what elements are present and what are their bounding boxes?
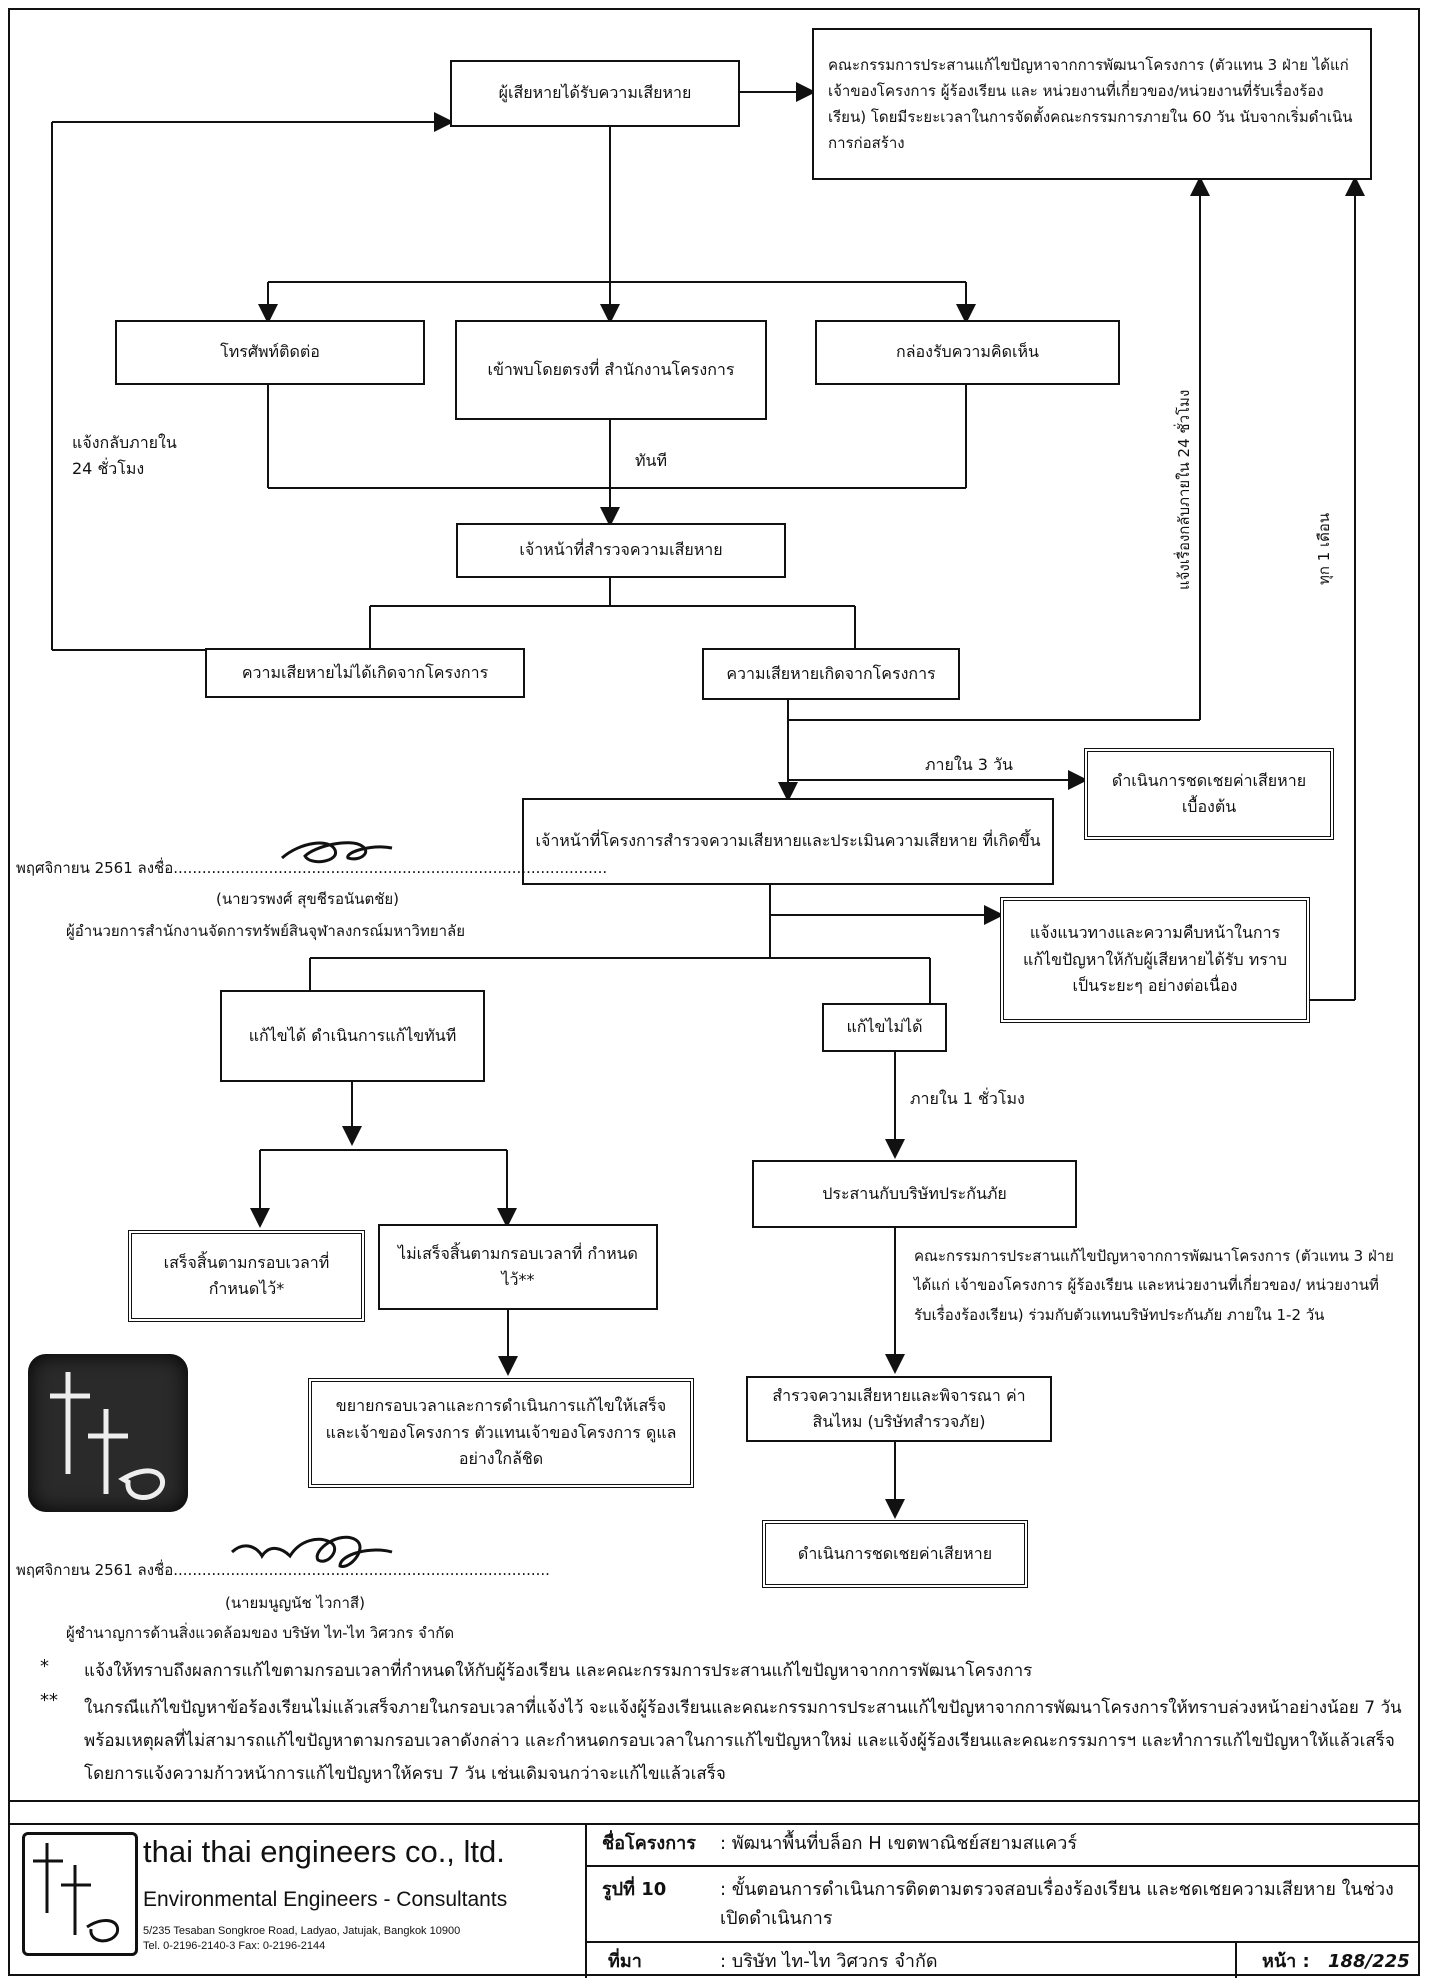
sig2-line: พฤศจิกายน 2561 ลงชื่อ...................… xyxy=(16,1561,550,1579)
sig1-name: (นายวรพงศ์ สุขชีรอนันตชัย) xyxy=(216,890,400,908)
company-logo xyxy=(22,1832,138,1956)
figure-label: รูปที่ 10 xyxy=(602,1879,667,1900)
tte-logo-icon xyxy=(50,1372,165,1500)
note1-text: แจ้งให้ทราบถึงผลการแก้ไขตามกรอบเวลาที่กำ… xyxy=(84,1661,1033,1681)
tte-footer-logo-icon xyxy=(33,1843,120,1943)
phone-text: โทรศัพท์ติดต่อ xyxy=(220,342,320,362)
sig1-name-block: (นายวรพงศ์ สุขชีรอนันตชัย) xyxy=(216,886,399,912)
phone-box: โทรศัพท์ติดต่อ xyxy=(115,320,425,385)
assessment-text: เจ้าหน้าที่โครงการสำรวจความเสียหายและประ… xyxy=(535,831,1041,851)
title-block-grid xyxy=(8,1823,1420,1978)
surveyor-text: เจ้าหน้าที่สำรวจความเสียหาย xyxy=(519,540,723,560)
note2-bullet: ** xyxy=(40,1690,58,1711)
figure-value: : ขั้นตอนการดำเนินการติดตามตรวจสอบเรื่อง… xyxy=(720,1879,1394,1929)
tel-line: Tel. 0-2196-2140-3 Fax: 0-2196-2144 xyxy=(143,1940,326,1953)
company-subtitle: Environmental Engineers - Consultants xyxy=(143,1888,508,1911)
vertical-24h-label: แจ้งเรื่องกลับภายใน 24 ชั่วโมง xyxy=(1175,389,1193,590)
company-address: 5/235 Tesaban Songkroe Road, Ladyao, Jat… xyxy=(143,1924,460,1955)
final-compensation-text: ดำเนินการชดเชยค่าเสียหาย xyxy=(797,1543,993,1563)
insurance-box: ประสานกับบริษัทประกันภัย xyxy=(752,1160,1077,1228)
tte-logo-tile xyxy=(28,1354,188,1512)
page-value: 188/225 xyxy=(1328,1951,1410,1972)
comment-box-text: กล่องรับความคิดเห็น xyxy=(896,342,1039,362)
insurance-text: ประสานกับบริษัทประกันภัย xyxy=(822,1183,1007,1203)
fixable-box: แก้ไขได้ ดำเนินการแก้ไขทันที xyxy=(220,990,485,1082)
victim-text: ผู้เสียหายได้รับความเสียหาย xyxy=(498,83,692,103)
not-from-project-text: ความเสียหายไม่ได้เกิดจากโครงการ xyxy=(241,662,489,682)
progress-text: แจ้งแนวทางและความคืบหน้าในการ แก้ไขปัญหา… xyxy=(1023,923,1287,996)
committee-mid-label: คณะกรรมการประสานแก้ไขปัญหาจากการพัฒนาโคร… xyxy=(914,1247,1394,1324)
from-project-box: ความเสียหายเกิดจากโครงการ xyxy=(702,648,960,700)
sig2-title-block: ผู้ชำนาญการด้านสิ่งแวดล้อมของ บริษัท ไท-… xyxy=(66,1620,454,1646)
walkin-text: เข้าพบโดยตรงที่ สำนักงานโครงการ xyxy=(487,359,735,379)
initial-compensation-text: ดำเนินการชดเชยค่าเสียหาย เบื้องต้น xyxy=(1111,770,1307,816)
immediately-label: ทันที xyxy=(635,451,668,470)
final-compensation-box: ดำเนินการชดเชยค่าเสียหาย xyxy=(762,1520,1028,1588)
extend-text: ขยายกรอบเวลาและการดำเนินการแก้ไขให้เสร็จ… xyxy=(325,1396,677,1469)
note2-text: ในกรณีแก้ไขปัญหาข้อร้องเรียนไม่แล้วเสร็จ… xyxy=(84,1698,1402,1785)
page-label: หน้า : xyxy=(1262,1951,1310,1972)
project-label: ชื่อโครงการ xyxy=(602,1833,696,1854)
sig1-title: ผู้อำนวยการสำนักงานจัดการทรัพย์สินจุฬาลง… xyxy=(66,922,466,940)
sig2-title: ผู้ชำนาญการด้านสิ่งแวดล้อมของ บริษัท ไท-… xyxy=(66,1624,455,1642)
fixable-text: แก้ไขได้ ดำเนินการแก้ไขทันที xyxy=(248,1025,457,1045)
within-1-hour-label: ภายใน 1 ชั่วโมง xyxy=(910,1089,1025,1108)
not-from-project-box: ความเสียหายไม่ได้เกิดจากโครงการ xyxy=(205,648,525,698)
walkin-box: เข้าพบโดยตรงที่ สำนักงานโครงการ xyxy=(455,320,767,420)
signature-block-1: พฤศจิกายน 2561 ลงชื่อ...................… xyxy=(16,855,607,881)
sig1-title-block: ผู้อำนวยการสำนักงานจัดการทรัพย์สินจุฬาลง… xyxy=(66,918,465,944)
sig2-name: (นายมนูญนัช ไวกาสี) xyxy=(225,1594,365,1612)
address-line: 5/235 Tesaban Songkroe Road, Ladyao, Jat… xyxy=(143,1925,461,1937)
signature-block-2: พฤศจิกายน 2561 ลงชื่อ...................… xyxy=(16,1557,550,1583)
page-frame xyxy=(8,8,1420,1976)
extend-box: ขยายกรอบเวลาและการดำเนินการแก้ไขให้เสร็จ… xyxy=(308,1378,694,1488)
survey-insurer-box: สำรวจความเสียหายและพิจารณา ค่าสินไหม (บร… xyxy=(746,1376,1052,1442)
done-in-time-box: เสร็จสิ้นตามกรอบเวลาที่ กำหนดไว้* xyxy=(128,1230,365,1322)
from-project-text: ความเสียหายเกิดจากโครงการ xyxy=(726,663,936,683)
committee-text: คณะกรรมการประสานแก้ไขปัญหาจากการพัฒนาโคร… xyxy=(828,55,1353,153)
sig1-line: พฤศจิกายน 2561 ลงชื่อ...................… xyxy=(16,859,608,877)
comment-box: กล่องรับความคิดเห็น xyxy=(815,320,1120,385)
progress-box: แจ้งแนวทางและความคืบหน้าในการ แก้ไขปัญหา… xyxy=(1000,897,1310,1023)
assessment-box: เจ้าหน้าที่โครงการสำรวจความเสียหายและประ… xyxy=(522,798,1054,885)
sig2-name-block: (นายมนูญนัช ไวกาสี) xyxy=(225,1590,365,1616)
source-value: : บริษัท ไท-ไท วิศวกร จำกัด xyxy=(720,1951,938,1972)
title-block: thai thai engineers co., ltd. Environmen… xyxy=(8,1800,1420,1978)
committee-box: คณะกรรมการประสานแก้ไขปัญหาจากการพัฒนาโคร… xyxy=(812,28,1372,180)
not-fixable-text: แก้ไขไม่ได้ xyxy=(846,1017,923,1037)
not-done-in-time-box: ไม่เสร็จสิ้นตามกรอบเวลาที่ กำหนดไว้** xyxy=(378,1224,658,1310)
vertical-month-label: ทุก 1 เดือน xyxy=(1315,512,1333,585)
not-done-in-time-text: ไม่เสร็จสิ้นตามกรอบเวลาที่ กำหนดไว้** xyxy=(398,1243,638,1289)
surveyor-box: เจ้าหน้าที่สำรวจความเสียหาย xyxy=(456,523,786,578)
notify-24h-label: แจ้งกลับภายใน 24 ชั่วโมง xyxy=(72,433,177,478)
not-fixable-box: แก้ไขไม่ได้ xyxy=(822,1003,947,1052)
source-label: ที่มา xyxy=(608,1951,642,1972)
note1-bullet: * xyxy=(40,1656,49,1677)
initial-compensation-box: ดำเนินการชดเชยค่าเสียหาย เบื้องต้น xyxy=(1084,748,1334,840)
project-value: : พัฒนาพื้นที่บล็อก H เขตพาณิชย์สยามสแคว… xyxy=(720,1833,1077,1854)
survey-insurer-text: สำรวจความเสียหายและพิจารณา ค่าสินไหม (บร… xyxy=(772,1385,1026,1431)
victim-box: ผู้เสียหายได้รับความเสียหาย xyxy=(450,60,740,127)
company-name: thai thai engineers co., ltd. xyxy=(143,1834,505,1869)
within-3-days-label: ภายใน 3 วัน xyxy=(925,755,1013,774)
done-in-time-text: เสร็จสิ้นตามกรอบเวลาที่ กำหนดไว้* xyxy=(163,1252,330,1298)
